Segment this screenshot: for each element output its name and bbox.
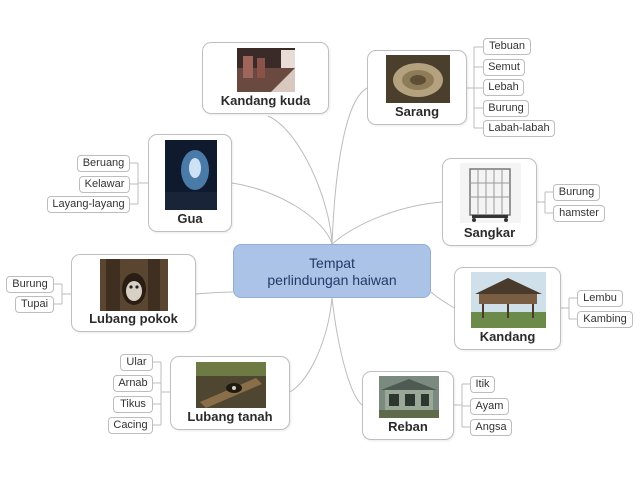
leaf-layang-layang[interactable]: Layang-layang — [47, 196, 130, 213]
leaf-burung[interactable]: Burung — [553, 184, 600, 201]
leaf-hamster[interactable]: hamster — [553, 205, 605, 222]
leaf-burung[interactable]: Burung — [483, 100, 529, 117]
leaf-itik[interactable]: Itik — [470, 376, 495, 393]
leaf-burung[interactable]: Burung — [6, 276, 54, 293]
leaf-kelawar[interactable]: Kelawar — [79, 176, 130, 193]
leaf-semut[interactable]: Semut — [483, 59, 525, 76]
node-sangkar[interactable]: Sangkar — [442, 158, 537, 246]
leaf-arnab[interactable]: Arnab — [113, 375, 153, 392]
leaf-ayam[interactable]: Ayam — [470, 398, 509, 415]
leaf-lembu[interactable]: Lembu — [577, 290, 623, 307]
node-label: Kandang kuda — [220, 93, 311, 108]
stable-photo — [237, 48, 295, 92]
leaf-kambing[interactable]: Kambing — [577, 311, 633, 328]
coop-photo — [379, 376, 439, 418]
node-lubang-pokok[interactable]: Lubang pokok — [71, 254, 196, 332]
central-topic-line1: Tempat — [309, 255, 355, 271]
leaf-tebuan[interactable]: Tebuan — [483, 38, 531, 55]
central-topic[interactable]: Tempat perlindungan haiwan — [233, 244, 431, 298]
node-kandang[interactable]: Kandang — [454, 267, 561, 350]
node-label: Lubang pokok — [89, 311, 178, 326]
node-kandang-kuda[interactable]: Kandang kuda — [202, 42, 329, 114]
node-label: Reban — [388, 419, 428, 434]
leaf-cacing[interactable]: Cacing — [108, 417, 153, 434]
node-sarang[interactable]: Sarang — [367, 50, 467, 125]
node-label: Sangkar — [463, 225, 516, 240]
burrow-photo — [196, 362, 266, 408]
leaf-angsa[interactable]: Angsa — [470, 419, 512, 436]
leaf-beruang[interactable]: Beruang — [77, 155, 130, 172]
leaf-tupai[interactable]: Tupai — [15, 296, 54, 313]
node-lubang-tanah[interactable]: Lubang tanah — [170, 356, 290, 430]
cave-photo — [165, 140, 217, 210]
leaf-lebah[interactable]: Lebah — [483, 79, 524, 96]
node-label: Sarang — [394, 104, 440, 119]
cage-photo — [460, 163, 521, 223]
central-topic-line2: perlindungan haiwan — [267, 272, 397, 288]
nest-photo — [386, 55, 450, 103]
tree-hole-photo — [100, 259, 168, 311]
node-gua[interactable]: Gua — [148, 134, 232, 232]
node-reban[interactable]: Reban — [362, 371, 454, 440]
node-label: Kandang — [479, 329, 536, 344]
leaf-tikus[interactable]: Tikus — [113, 396, 153, 413]
barn-photo — [471, 272, 546, 328]
node-label: Gua — [177, 211, 203, 226]
leaf-labah-labah[interactable]: Labah-labah — [483, 120, 555, 137]
leaf-ular[interactable]: Ular — [120, 354, 153, 371]
node-label: Lubang tanah — [187, 409, 273, 424]
